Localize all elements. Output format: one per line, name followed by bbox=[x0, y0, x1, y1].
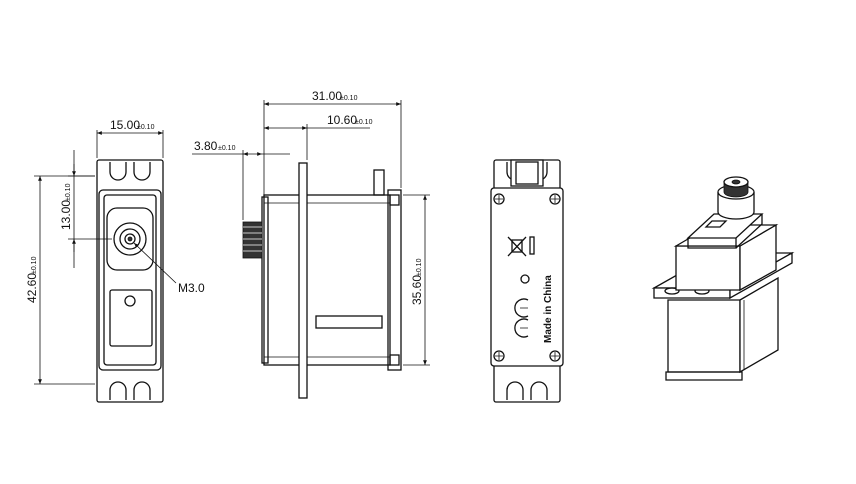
side-view bbox=[242, 162, 402, 399]
dim-height-value: 42.60 bbox=[25, 273, 39, 303]
dim-spline: 3.80 ±0.10 bbox=[192, 139, 290, 220]
dim-depth-total: 31.00 ±0.10 bbox=[263, 89, 402, 195]
dim-depth-total-value: 31.00 bbox=[312, 89, 342, 103]
dim-depth-total-tolerance: ±0.10 bbox=[340, 95, 358, 102]
dim-body-height-value: 35.60 bbox=[410, 275, 424, 305]
dim-width-tolerance: ±0.10 bbox=[137, 124, 155, 131]
dim-thread-value: M3.0 bbox=[178, 281, 205, 295]
dim-body-height-tolerance: ±0.10 bbox=[416, 258, 423, 276]
dim-thread: M3.0 bbox=[133, 242, 205, 295]
dim-height-tolerance: ±0.10 bbox=[31, 256, 38, 274]
isometric-view bbox=[651, 176, 795, 381]
dim-depth-body-tolerance: ±0.10 bbox=[355, 119, 373, 126]
dim-width-value: 15.00 bbox=[110, 118, 140, 132]
dim-height-total: 42.60 ±0.10 bbox=[25, 175, 95, 385]
dim-offset-tolerance: ±0.10 bbox=[65, 183, 72, 201]
dim-offset-value: 13.00 bbox=[59, 200, 73, 230]
dim-shaft-offset: 13.00 ±0.10 bbox=[59, 150, 112, 268]
rear-label: Made in China bbox=[543, 275, 554, 343]
rear-screws bbox=[493, 193, 561, 362]
dim-body-height: 35.60 ±0.10 bbox=[403, 194, 430, 366]
dim-depth-body-value: 10.60 bbox=[327, 113, 357, 127]
dim-spline-tolerance: ±0.10 bbox=[218, 145, 236, 152]
dim-width-front: 15.00 ±0.10 bbox=[96, 118, 164, 158]
front-view bbox=[96, 159, 164, 403]
weee-icon bbox=[507, 236, 535, 257]
rear-view: Made in China bbox=[490, 159, 564, 403]
dim-depth-body: 10.60 ±0.10 bbox=[264, 113, 373, 160]
ce-mark-icon bbox=[514, 298, 529, 338]
dim-spline-value: 3.80 bbox=[194, 139, 218, 153]
